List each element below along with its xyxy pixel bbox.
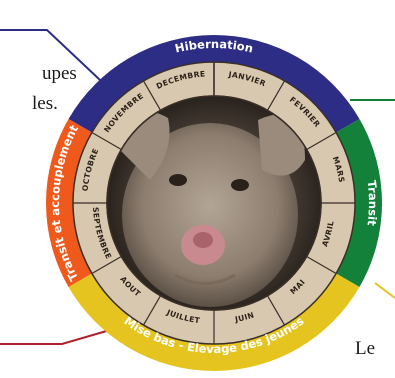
- connector-line-hibernation: [0, 30, 100, 80]
- connector-line-yellow: [375, 283, 395, 298]
- connector-line-mise-bas: [0, 330, 110, 344]
- season-label-transit-right: Transit: [364, 179, 380, 227]
